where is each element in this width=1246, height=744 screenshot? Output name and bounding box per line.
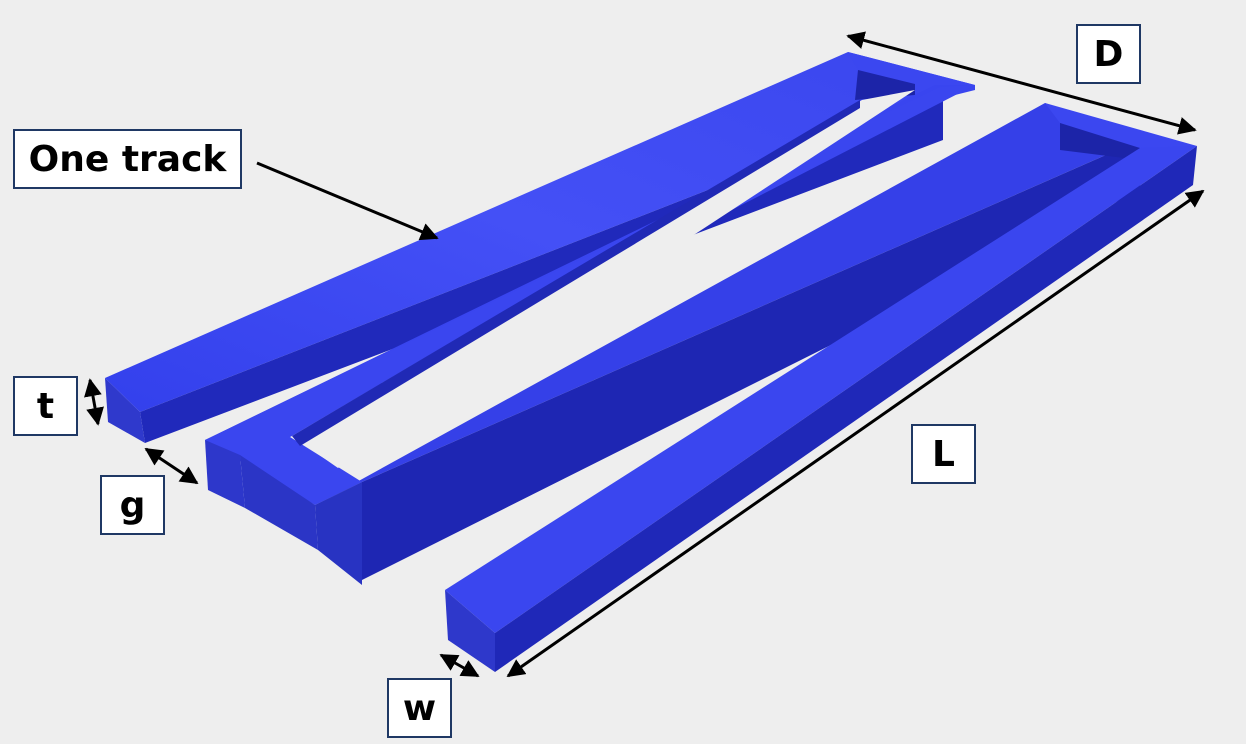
one-track-pointer bbox=[256, 161, 439, 241]
dimension-arrows bbox=[84, 31, 1205, 678]
t-arrow bbox=[84, 378, 104, 426]
track-2-near-connector-top bbox=[205, 437, 362, 505]
d-label-text: D bbox=[1093, 33, 1124, 75]
t-label-text: t bbox=[36, 385, 55, 427]
g-label: g bbox=[100, 475, 165, 535]
l-arrow bbox=[506, 189, 1205, 678]
d-label: D bbox=[1076, 24, 1141, 84]
track-2-near-end-3 bbox=[315, 482, 362, 585]
l-label: L bbox=[911, 424, 976, 484]
track-2-near-end-1 bbox=[205, 440, 245, 508]
track-1-end bbox=[105, 378, 145, 443]
w-label-text: w bbox=[402, 687, 437, 729]
w-label: w bbox=[387, 678, 452, 738]
track-3-end bbox=[445, 590, 495, 672]
one-track-label: One track bbox=[13, 129, 242, 189]
d-arrow bbox=[846, 31, 1197, 135]
g-label-text: g bbox=[119, 484, 146, 526]
g-arrow bbox=[144, 447, 199, 485]
l-label-text: L bbox=[932, 433, 955, 475]
one-track-label-text: One track bbox=[28, 138, 227, 180]
track-2-near-end-2 bbox=[240, 455, 318, 550]
t-label: t bbox=[13, 376, 78, 436]
w-arrow bbox=[439, 653, 480, 678]
